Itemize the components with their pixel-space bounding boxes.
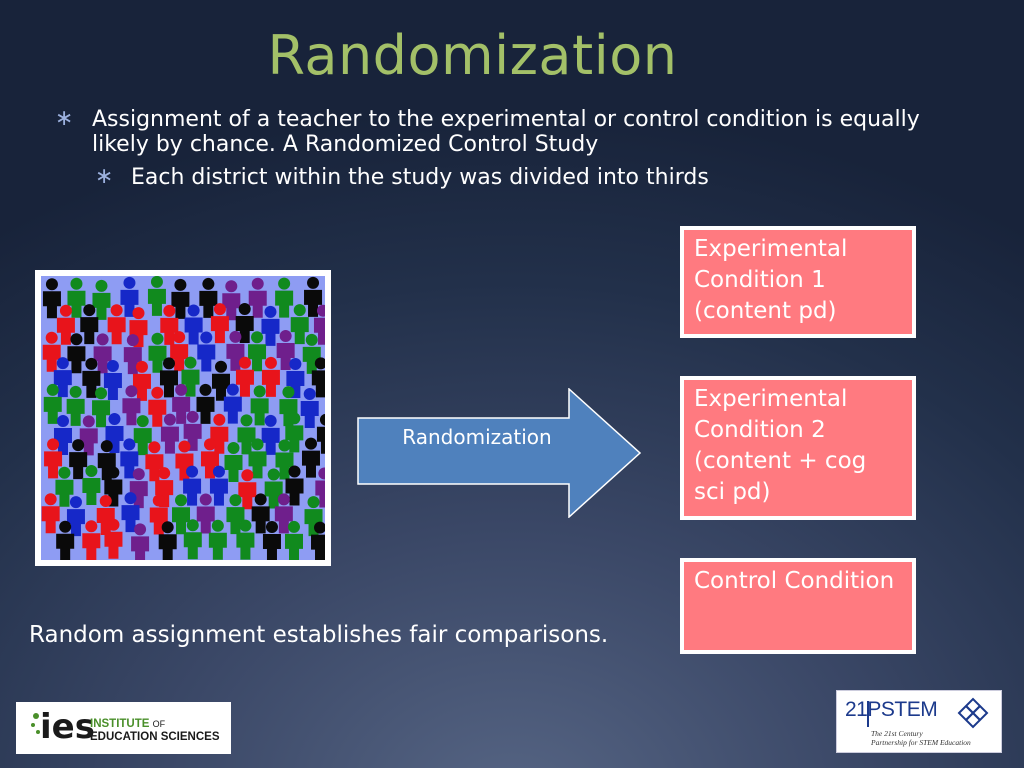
control-condition-box: Control Condition: [680, 558, 916, 654]
randomization-arrow: [357, 388, 641, 518]
ies-name: INSTITUTE OF EDUCATION SCIENCES: [90, 718, 220, 743]
stem-tagline: The 21st Century Partnership for STEM Ed…: [871, 729, 971, 747]
bullet-star-icon: ∗: [55, 106, 74, 131]
stem-separator: [867, 701, 869, 727]
footnote: Random assignment establishes fair compa…: [29, 622, 609, 648]
bullet-star-icon: ∗: [95, 164, 114, 189]
ies-logo: ies INSTITUTE OF EDUCATION SCIENCES: [16, 702, 231, 754]
stem-knot-icon: [957, 697, 989, 729]
bullet-1: Assignment of a teacher to the experimen…: [92, 107, 920, 157]
crowd-people-icon: [41, 276, 325, 560]
crowd-image: [35, 270, 331, 566]
bullet-2: Each district within the study was divid…: [131, 165, 709, 190]
stem-name: 21PSTEM: [845, 698, 938, 721]
arrow-label: Randomization: [402, 425, 552, 449]
ies-mark: ies: [40, 707, 95, 747]
21pstem-logo: 21PSTEM The 21st Century Partnership for…: [836, 690, 1002, 753]
slide-title: Randomization: [267, 24, 678, 87]
ies-dots-icon: [31, 713, 40, 734]
experimental-condition-1-box: Experimental Condition 1 (content pd): [680, 226, 916, 338]
experimental-condition-2-box: Experimental Condition 2 (content + cog …: [680, 376, 916, 520]
